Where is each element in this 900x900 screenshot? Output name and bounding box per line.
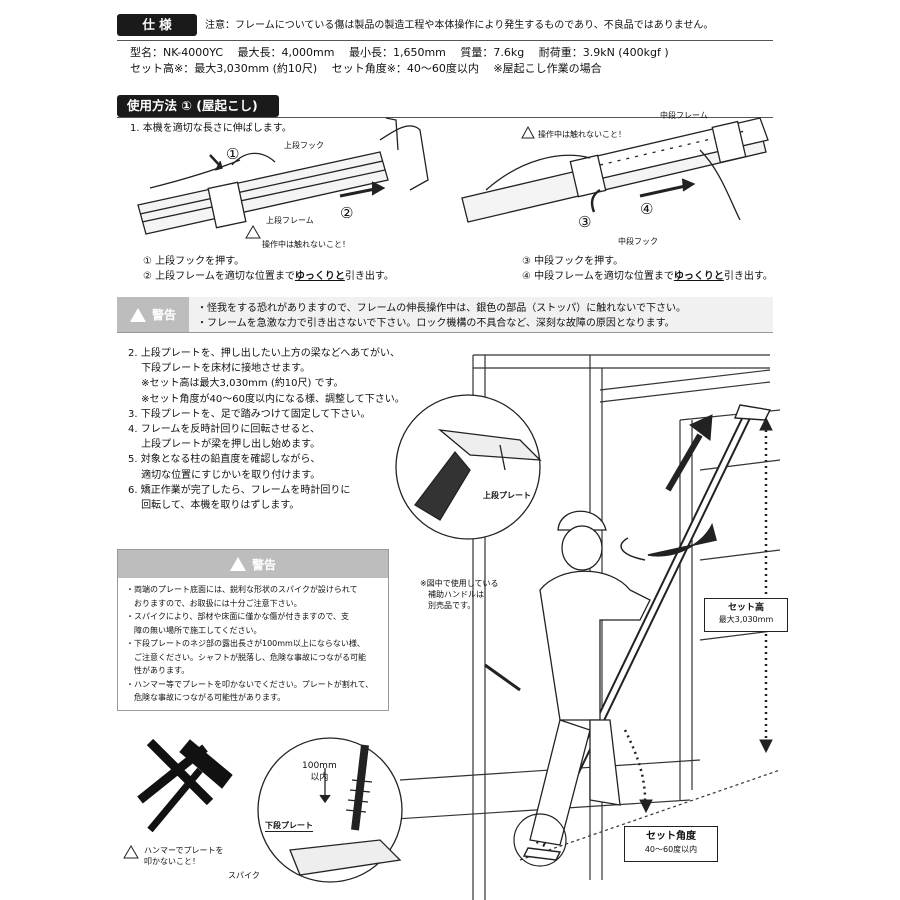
step-line: 6. 矯正作業が完了したら、フレームを時計回りに: [128, 484, 351, 496]
rotation-arrow-icon: [620, 522, 717, 561]
step-line: ※セット高は最大3,030mm (約10尺) です。: [128, 378, 344, 390]
step-line: 2. 上段プレートを、押し出したい上方の梁などへあてがい、: [128, 348, 401, 359]
step-line: ※セット角度が40～60度以内になる様、調整して下さい。: [128, 393, 405, 405]
warning-line: おりますので、お取扱には十分ご注意下さい。: [126, 598, 302, 608]
hammer-note: ハンマーでプレートを 叩かないこと！: [144, 845, 224, 867]
label-lower-plate: 下段プレート: [265, 821, 313, 832]
label-no-touch: 操作中は触れないこと！: [538, 130, 626, 139]
warning-triangle-icon: [521, 125, 535, 139]
usage-title: 使用方法 ① (屋起こし): [117, 95, 279, 117]
steps-list: 2. 上段プレートを、押し出したい上方の梁などへあてがい、 下段プレートを床材に…: [128, 346, 405, 513]
warning-box-header: 警告: [118, 550, 388, 578]
height-dimension: [759, 416, 773, 754]
spec-title: 仕 様: [117, 14, 197, 36]
length-label: 100mm 以内: [302, 760, 337, 784]
warning-triangle-icon: [229, 557, 246, 571]
worker-illustration: [484, 510, 651, 846]
step-line: 5. 対象となる柱の鉛直度を確認しながら、: [128, 454, 321, 466]
step-1: 1. 本機を適切な長さに伸ばします。: [130, 123, 292, 134]
warning-line: 性があります。: [126, 666, 190, 675]
warning-strip: [117, 297, 773, 333]
label-upper-frame: 上段フレーム: [266, 216, 314, 225]
label-upper-hook: 上段フック: [284, 141, 324, 150]
up-arrow-icon: [665, 414, 713, 492]
hammer-note-line: ハンマーでプレートを: [144, 846, 224, 855]
warning-tag: 警告: [117, 297, 189, 332]
step-line: 上段プレートが梁を押し出し始めます。: [128, 439, 321, 451]
caption-4: ④ 中段フレームを適切な位置までゆっくりと引き出す。: [522, 271, 773, 282]
label-upper-plate: 上段プレート: [483, 491, 531, 500]
length-within: 以内: [310, 773, 329, 783]
warning-label: 警告: [151, 308, 176, 322]
spec-note: 注意：フレームについている傷は製品の製造工程や本体操作により発生するものであり、…: [205, 20, 714, 31]
handle-note-line: 別売品です。: [428, 601, 476, 610]
foot-circle: [513, 813, 567, 867]
handle-note-line: ※図中で使用している: [420, 579, 499, 588]
warning-line: 危険な事故につながる可能性があります。: [126, 693, 286, 702]
warning-line-1: ・怪我をする恐れがありますので、フレームの伸長操作中は、銀色の部品（ストッパ）に…: [197, 303, 686, 314]
length-value: 100mm: [302, 761, 337, 771]
warning-line: ・スパイクにより、部材や床面に僅かな傷が付きますので、支: [126, 612, 350, 621]
warning-box: 警告 ・両端のプレート底面には、鋭利な形状のスパイクが設けられて おりますので、…: [117, 549, 389, 711]
set-height-box: セット高 最大3,030mm: [704, 598, 788, 632]
left-frame-illustration: [137, 117, 429, 235]
warning-box-body: ・両端のプレート底面には、鋭利な形状のスパイクが設けられて おりますので、お取扱…: [118, 578, 388, 705]
spec-line-2: セット高※：最大3,030mm (約10尺) セット角度※：40～60度以内 ※…: [130, 62, 602, 75]
set-height-title: セット高: [727, 603, 764, 613]
num-2: ②: [340, 204, 354, 222]
step-line: 3. 下段プレートを、足で踏みつけて固定して下さい。: [128, 408, 371, 420]
caption-2: ② 上段フレームを適切な位置までゆっくりと引き出す。: [143, 271, 394, 282]
warning-line: ご注意ください。シャフトが脱落し、危険な事故につながる可能: [126, 652, 366, 662]
set-height-value: 最大3,030mm: [718, 615, 774, 624]
warning-line: ・両端のプレート底面には、鋭利な形状のスパイクが設けられて: [126, 585, 358, 594]
upper-plate-detail: [414, 429, 542, 521]
divider: [117, 117, 773, 118]
handle-note: ※図中で使用している 補助ハンドルは 別売品です。: [420, 578, 498, 611]
step-line: 下段プレートを床材に接地させます。: [128, 363, 311, 375]
step-line: 適切な位置にすじかいを取り付けます。: [128, 469, 321, 481]
label-no-touch: 操作中は触れないこと！: [262, 240, 350, 249]
label-mid-frame: 中段フレーム: [660, 111, 708, 120]
hammer-note-line: 叩かないこと！: [144, 857, 200, 866]
warning-line: ・ハンマー等でプレートを叩かないでください。プレートが割れて、: [126, 679, 374, 689]
set-angle-box: セット角度 40～60度以内: [624, 826, 718, 862]
spec-line-1: 型名：NK-4000YC 最大長：4,000mm 最小長：1,650mm 質量：…: [130, 46, 669, 59]
warning-triangle-icon: [129, 307, 146, 322]
angle-arc: [623, 729, 653, 814]
warning-line: 障の無い場所で施工してください。: [126, 625, 262, 635]
num-1: ①: [226, 145, 240, 163]
caption-3: ③ 中段フックを押す。: [522, 256, 624, 267]
set-angle-title: セット角度: [646, 831, 696, 842]
set-angle-value: 40～60度以内: [644, 845, 698, 854]
prohibited-hammer-icon: [137, 738, 233, 833]
lower-plate-detail: [289, 744, 402, 876]
right-frame-illustration: [461, 117, 769, 223]
num-3: ③: [578, 213, 592, 231]
handle-note-line: 補助ハンドルは: [428, 590, 484, 599]
divider: [117, 40, 773, 41]
warning-triangle-icon: [245, 225, 261, 239]
caption-1: ① 上段フックを押す。: [143, 256, 245, 267]
warning-triangle-icon: [123, 845, 139, 859]
warning-line-2: ・フレームを急激な力で引き出さないで下さい。ロック機構の不具合など、深刻な故障の…: [197, 318, 675, 329]
label-mid-hook: 中段フック: [618, 237, 658, 246]
step-line: 4. フレームを反時計回りに回転させると、: [128, 424, 321, 436]
num-4: ④: [640, 200, 654, 218]
label-spike: スパイク: [228, 871, 260, 880]
step-line: 回転して、本機を取りはずします。: [128, 500, 300, 512]
warning-label: 警告: [251, 557, 276, 572]
warning-line: ・下段プレートのネジ部の露出長さが100mm以上にならない様、: [126, 639, 365, 648]
